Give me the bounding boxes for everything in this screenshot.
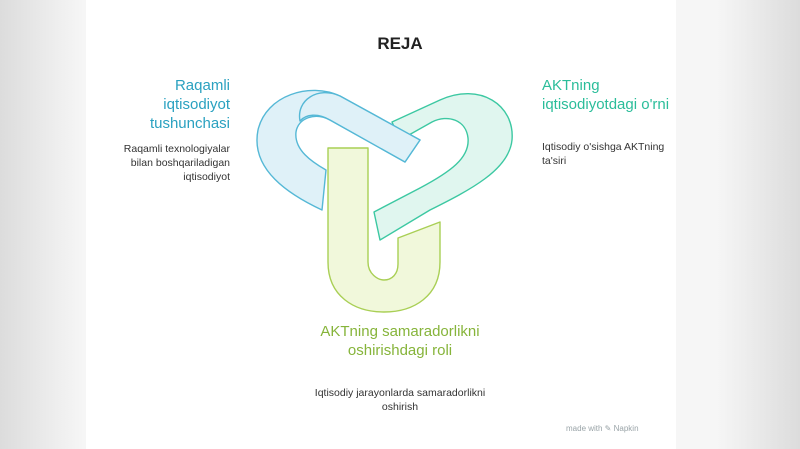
knot-loop-teal	[373, 93, 513, 241]
description-ict-role-economy: Iqtisodiy o'sishga AKTning ta'siri	[542, 141, 665, 167]
knot-weave-blue	[298, 92, 421, 163]
napkin-watermark: made with ✎ Napkin	[566, 424, 639, 433]
description-ict-efficiency: Iqtisodiy jarayonlarda samaradorlikni os…	[314, 387, 486, 413]
heading-ict-role-economy: AKTning iqtisodiyotdagi o'rni	[542, 77, 670, 113]
heading-digital-economy: Raqamli iqtisodiyot tushunchasi	[149, 77, 230, 132]
heading-ict-efficiency: AKTning samaradorlikni oshirishdagi roli	[320, 323, 480, 359]
description-digital-economy: Raqamli texnologiyalar bilan boshqarilad…	[123, 143, 230, 183]
knot-loop-green	[327, 147, 441, 313]
page-title: REJA	[377, 34, 423, 53]
